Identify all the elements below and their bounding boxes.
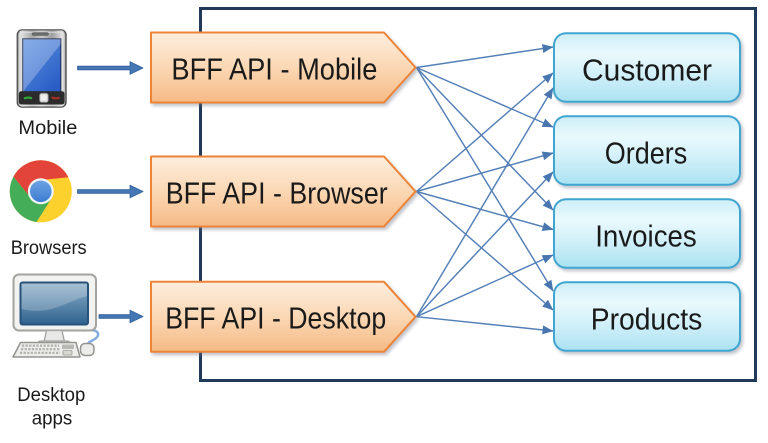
- svg-text:Desktop: Desktop: [17, 384, 85, 406]
- svg-text:Browsers: Browsers: [11, 237, 87, 259]
- svg-text:Mobile: Mobile: [18, 117, 77, 139]
- svg-text:BFF API - Browser: BFF API - Browser: [166, 176, 388, 210]
- svg-text:Orders: Orders: [605, 136, 688, 170]
- svg-text:Customer: Customer: [582, 53, 712, 87]
- svg-text:BFF API - Mobile: BFF API - Mobile: [171, 52, 377, 86]
- svg-text:Products: Products: [591, 302, 703, 336]
- svg-text:BFF API - Desktop: BFF API - Desktop: [165, 302, 386, 336]
- svg-text:apps: apps: [32, 408, 73, 430]
- svg-text:Invoices: Invoices: [595, 219, 697, 253]
